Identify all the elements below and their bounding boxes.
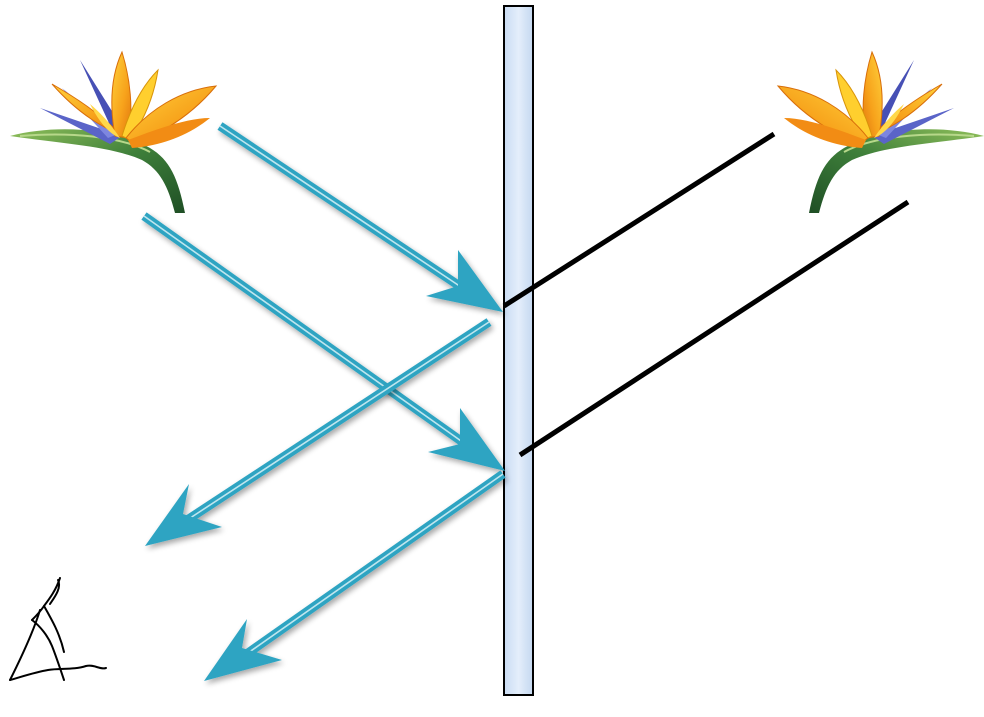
reflected-ray-2 xyxy=(204,470,506,681)
reflected-ray-1 xyxy=(145,318,492,546)
virtual-ray-extension-2 xyxy=(518,199,910,458)
bird-of-paradise-flower-icon xyxy=(10,51,217,214)
mirrored-bird-of-paradise-flower-icon xyxy=(777,51,984,214)
incident-ray-2 xyxy=(141,212,505,471)
stick-figure-eye-icon xyxy=(9,577,107,681)
incident-ray-1 xyxy=(217,122,503,312)
plane-mirror xyxy=(503,5,534,696)
virtual-ray-extension-1 xyxy=(502,131,776,309)
